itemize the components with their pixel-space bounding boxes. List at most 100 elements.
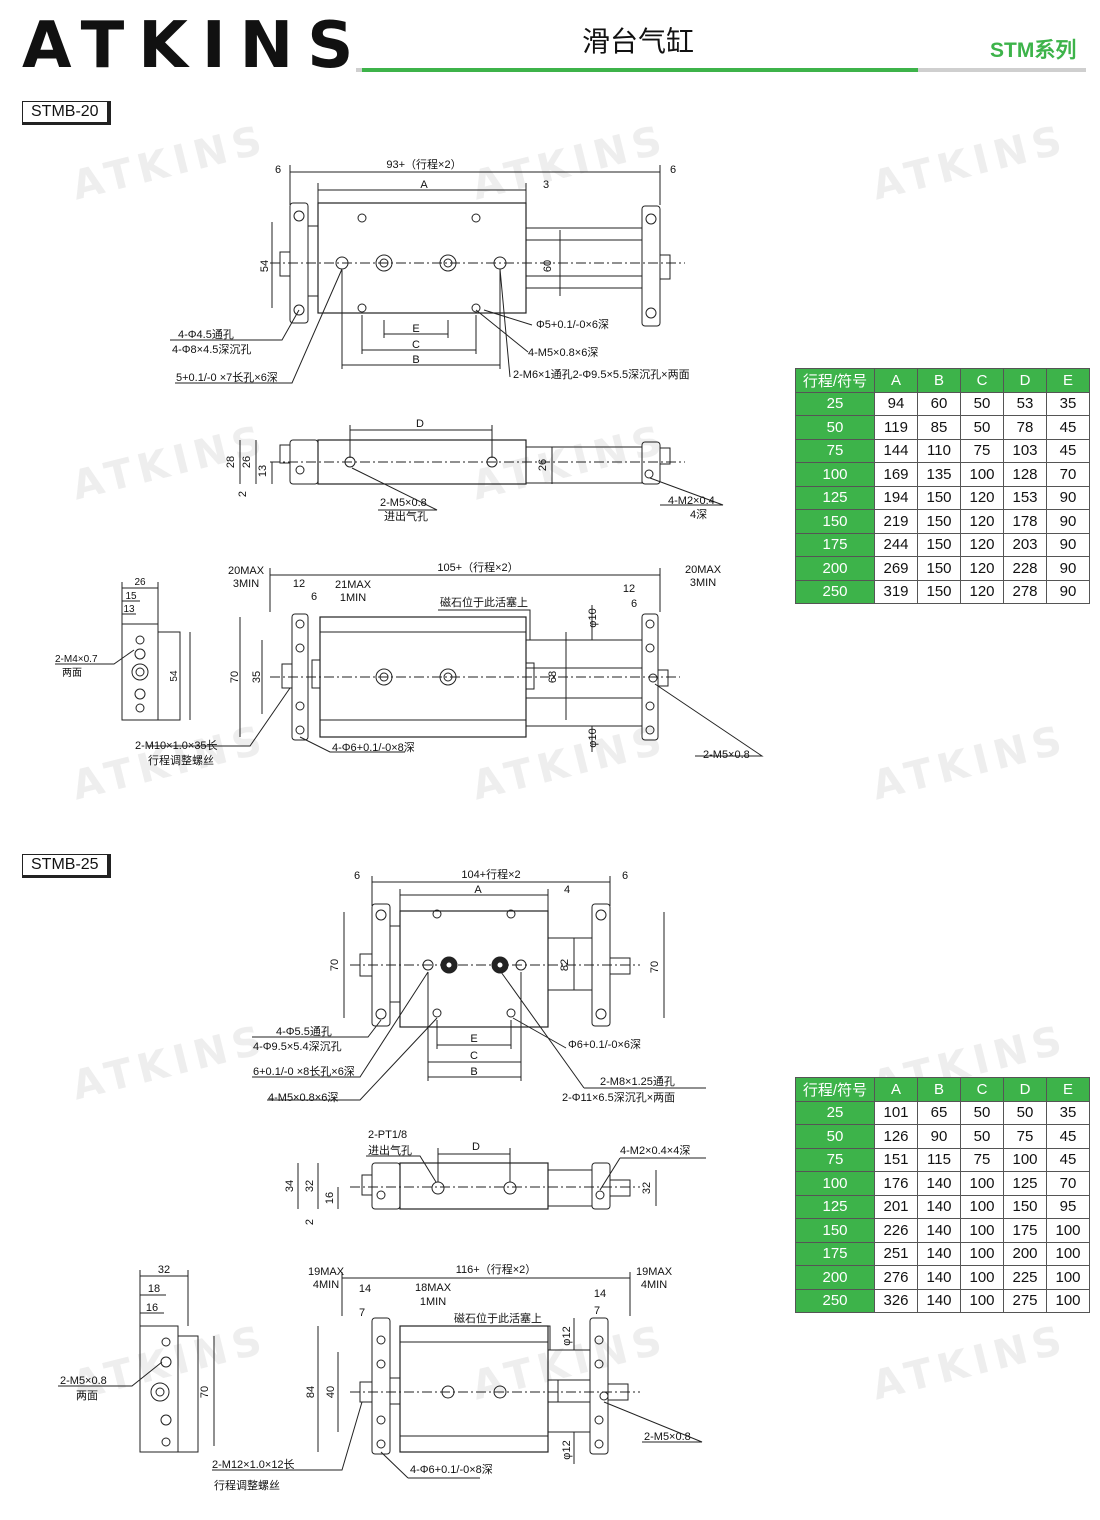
stmb25-front-labels: 19MAX 4MIN 14 18MAX 1MIN 7 116+（行程×2） 19… [212,1263,691,1492]
dim-26: 26 [241,456,253,468]
dim-2: 2 [304,1219,316,1225]
note-m2-depth: 4深 [690,508,707,521]
value-cell: 150 [917,509,961,534]
note-adjust-screw-cn: 行程调整螺丝 [148,753,214,767]
note-slot: 5+0.1/-0 ×7长孔×6深 [176,371,278,384]
dim-d: D [472,1141,480,1153]
table-header-cell: C [960,368,1004,393]
dim-phi10-bottom: φ10 [587,728,599,747]
dim-20max-right: 20MAX [685,564,722,576]
dim-14-right: 14 [594,1288,606,1300]
dim-3: 3 [543,179,549,191]
dim-105: 105+（行程×2） [437,561,518,574]
note-m4-sides: 两面 [62,668,82,679]
value-cell: 100 [960,1194,1004,1219]
note-m5: 2-M5×0.8 [60,1375,107,1387]
dim-2: 2 [237,491,249,497]
dim-e: E [470,1033,477,1045]
stroke-cell: 125 [795,485,875,510]
value-cell: 110 [917,438,961,463]
dim-e: E [412,323,419,335]
stmb20-front-labels: 20MAX 3MIN 12 21MAX 1MIN 6 105+（行程×2） 20… [135,561,750,767]
note-adjust-screw-cn: 行程调整螺丝 [214,1478,280,1492]
value-cell: 45 [1046,1124,1090,1149]
value-cell: 178 [1003,509,1047,534]
dim-d: D [416,418,424,430]
stmb20-end-view [55,582,191,721]
value-cell: 100 [1046,1241,1090,1266]
note-m8-counterbore: 2-Φ11×6.5深沉孔×两面 [562,1091,675,1104]
dim-b: B [470,1066,477,1078]
value-cell: 194 [874,485,918,510]
dim-e54: 54 [169,670,180,682]
stroke-cell: 250 [795,579,875,604]
dim-60: 60 [542,260,554,272]
dim-82: 82 [559,959,571,971]
note-pt-cn: 进出气孔 [368,1143,412,1157]
table-header-cell: B [917,1077,961,1102]
value-cell: 90 [1046,485,1090,510]
value-cell: 140 [917,1171,961,1196]
stmb20-front-view [147,568,764,757]
dim-40: 40 [325,1386,337,1398]
dim-e13: 13 [123,604,135,615]
stroke-cell: 75 [795,1147,875,1172]
stroke-cell: 50 [795,415,875,440]
value-cell: 144 [874,438,918,463]
value-cell: 120 [960,532,1004,557]
note-adjust-screw: 2-M10×1.0×35长 [135,739,218,752]
dim-116: 116+（行程×2） [456,1263,537,1276]
dim-14: 14 [359,1283,371,1295]
dim-1min: 1MIN [340,592,366,604]
value-cell: 201 [874,1194,918,1219]
value-cell: 100 [960,1288,1004,1313]
value-cell: 45 [1046,438,1090,463]
stroke-cell: 125 [795,1194,875,1219]
dim-phi10-top: φ10 [587,608,599,627]
stmb20-side-labels: D 28 26 13 2 26 2-M5×0.8 进出气孔 4-M2×0.4 4… [225,418,715,523]
dim-32b: 32 [641,1182,653,1194]
value-cell: 100 [1003,1147,1047,1172]
stmb25-front-view [212,1272,703,1479]
dim-e70: 70 [199,1386,211,1398]
value-cell: 120 [960,485,1004,510]
value-cell: 100 [1046,1265,1090,1290]
note-magnet: 磁石位于此活塞上 [454,1311,542,1325]
table-header-cell: 行程/符号 [795,368,875,393]
dim-34: 34 [284,1180,296,1192]
note-counterbore: 4-Φ9.5×5.4深沉孔 [253,1040,342,1053]
value-cell: 50 [960,391,1004,416]
stroke-cell: 50 [795,1124,875,1149]
note-phi6: 4-Φ6+0.1/-0×8深 [410,1463,493,1476]
stmb25-end-labels: 32 18 16 70 2-M5×0.8 两面 [60,1264,211,1402]
table-header-cell: 行程/符号 [795,1077,875,1102]
dim-7: 7 [359,1307,365,1319]
stroke-cell: 175 [795,1241,875,1266]
dim-6b: 6 [670,164,676,176]
dim-70: 70 [229,671,241,683]
dim-e26: 26 [134,577,146,588]
value-cell: 100 [960,462,1004,487]
dim-54: 54 [259,260,271,272]
dim-c: C [470,1050,478,1062]
dim-70: 70 [329,959,341,971]
dim-e15: 15 [125,591,137,602]
dim-12-right: 12 [623,583,635,595]
dim-c: C [412,339,420,351]
value-cell: 319 [874,579,918,604]
dim-4: 4 [564,884,570,896]
dim-e16: 16 [146,1302,158,1314]
value-cell: 150 [917,532,961,557]
dim-b: B [412,354,419,366]
note-slot: 6+0.1/-0 ×8长孔×6深 [253,1065,355,1078]
